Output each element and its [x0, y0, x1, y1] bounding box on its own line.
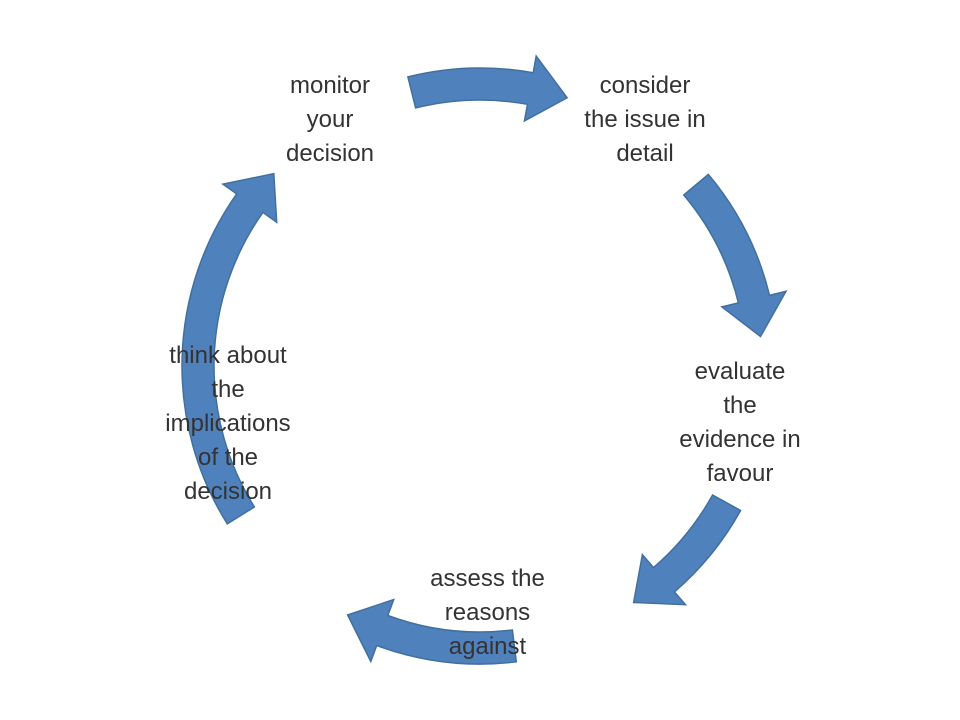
arrow-assess-to-think: [346, 598, 518, 665]
arrow-monitor-to-consider: [406, 54, 569, 123]
node-monitor-decision: monitor your decision: [285, 72, 375, 167]
node-think-implications: think about the implications of the deci…: [165, 342, 291, 505]
node-assess-reasons: assess the reasons against: [430, 565, 545, 660]
arrow-think-to-monitor: [181, 172, 278, 525]
node-evaluate-evidence: evaluate the evidence in favour: [679, 358, 801, 487]
arrow-evaluate-to-assess: [632, 493, 742, 606]
node-consider-issue: consider the issue in detail: [584, 72, 706, 167]
arrow-consider-to-evaluate: [682, 173, 788, 338]
